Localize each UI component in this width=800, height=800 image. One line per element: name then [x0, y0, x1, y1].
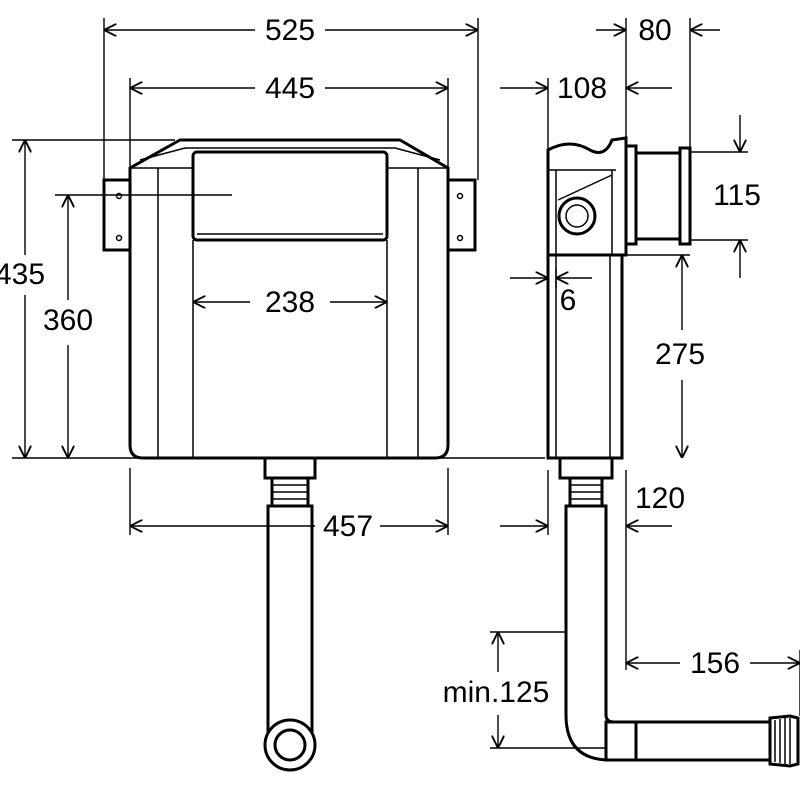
dim-435: 435	[0, 258, 45, 291]
valve-housing	[546, 136, 628, 257]
dim-457: 457	[323, 510, 373, 543]
bend-pipe	[564, 504, 772, 762]
dim-115: 115	[713, 179, 761, 212]
front-view	[102, 138, 477, 772]
valve-ring	[557, 196, 597, 236]
dimension-lines	[25, 30, 800, 748]
pipe-spigot	[768, 714, 800, 768]
dim-156: 156	[690, 647, 740, 680]
dim-min125: min.125	[443, 676, 550, 709]
dim-238: 238	[265, 286, 315, 319]
dim-108: 108	[557, 72, 607, 105]
dim-120: 120	[635, 482, 685, 515]
side-view	[546, 136, 800, 768]
dimension-labels: 525 445 435 360 238 457 80 108 115 6 275…	[0, 14, 761, 709]
dim-525: 525	[265, 14, 315, 47]
dim-360: 360	[43, 304, 93, 337]
dim-80: 80	[638, 14, 671, 47]
cover-window	[191, 150, 389, 242]
dim-6: 6	[560, 284, 577, 317]
flush-pipe	[266, 504, 314, 737]
flush-outlet	[634, 151, 682, 241]
dim-445: 445	[265, 72, 315, 105]
extension-lines	[12, 18, 800, 749]
dim-275: 275	[655, 338, 705, 371]
